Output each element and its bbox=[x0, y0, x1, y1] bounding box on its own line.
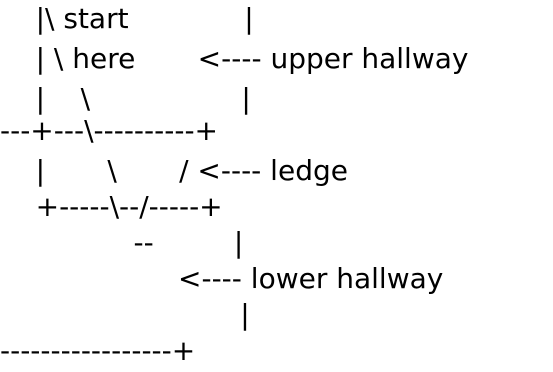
diagram-line: |\ start | bbox=[0, 2, 254, 35]
diagram-line: -- | bbox=[0, 226, 244, 259]
diagram-line: | bbox=[0, 298, 250, 331]
diagram-line: | \ | bbox=[0, 82, 251, 115]
diagram-line: | \ here <---- upper hallway bbox=[0, 42, 469, 75]
diagram-line: +-----\--/-----+ bbox=[0, 190, 223, 223]
diagram-line: <---- lower hallway bbox=[0, 262, 444, 295]
diagram-line: -----------------+ bbox=[0, 334, 196, 367]
diagram-line: ---+---\----------+ bbox=[0, 114, 219, 147]
diagram-line: | \ / <---- ledge bbox=[0, 154, 348, 187]
